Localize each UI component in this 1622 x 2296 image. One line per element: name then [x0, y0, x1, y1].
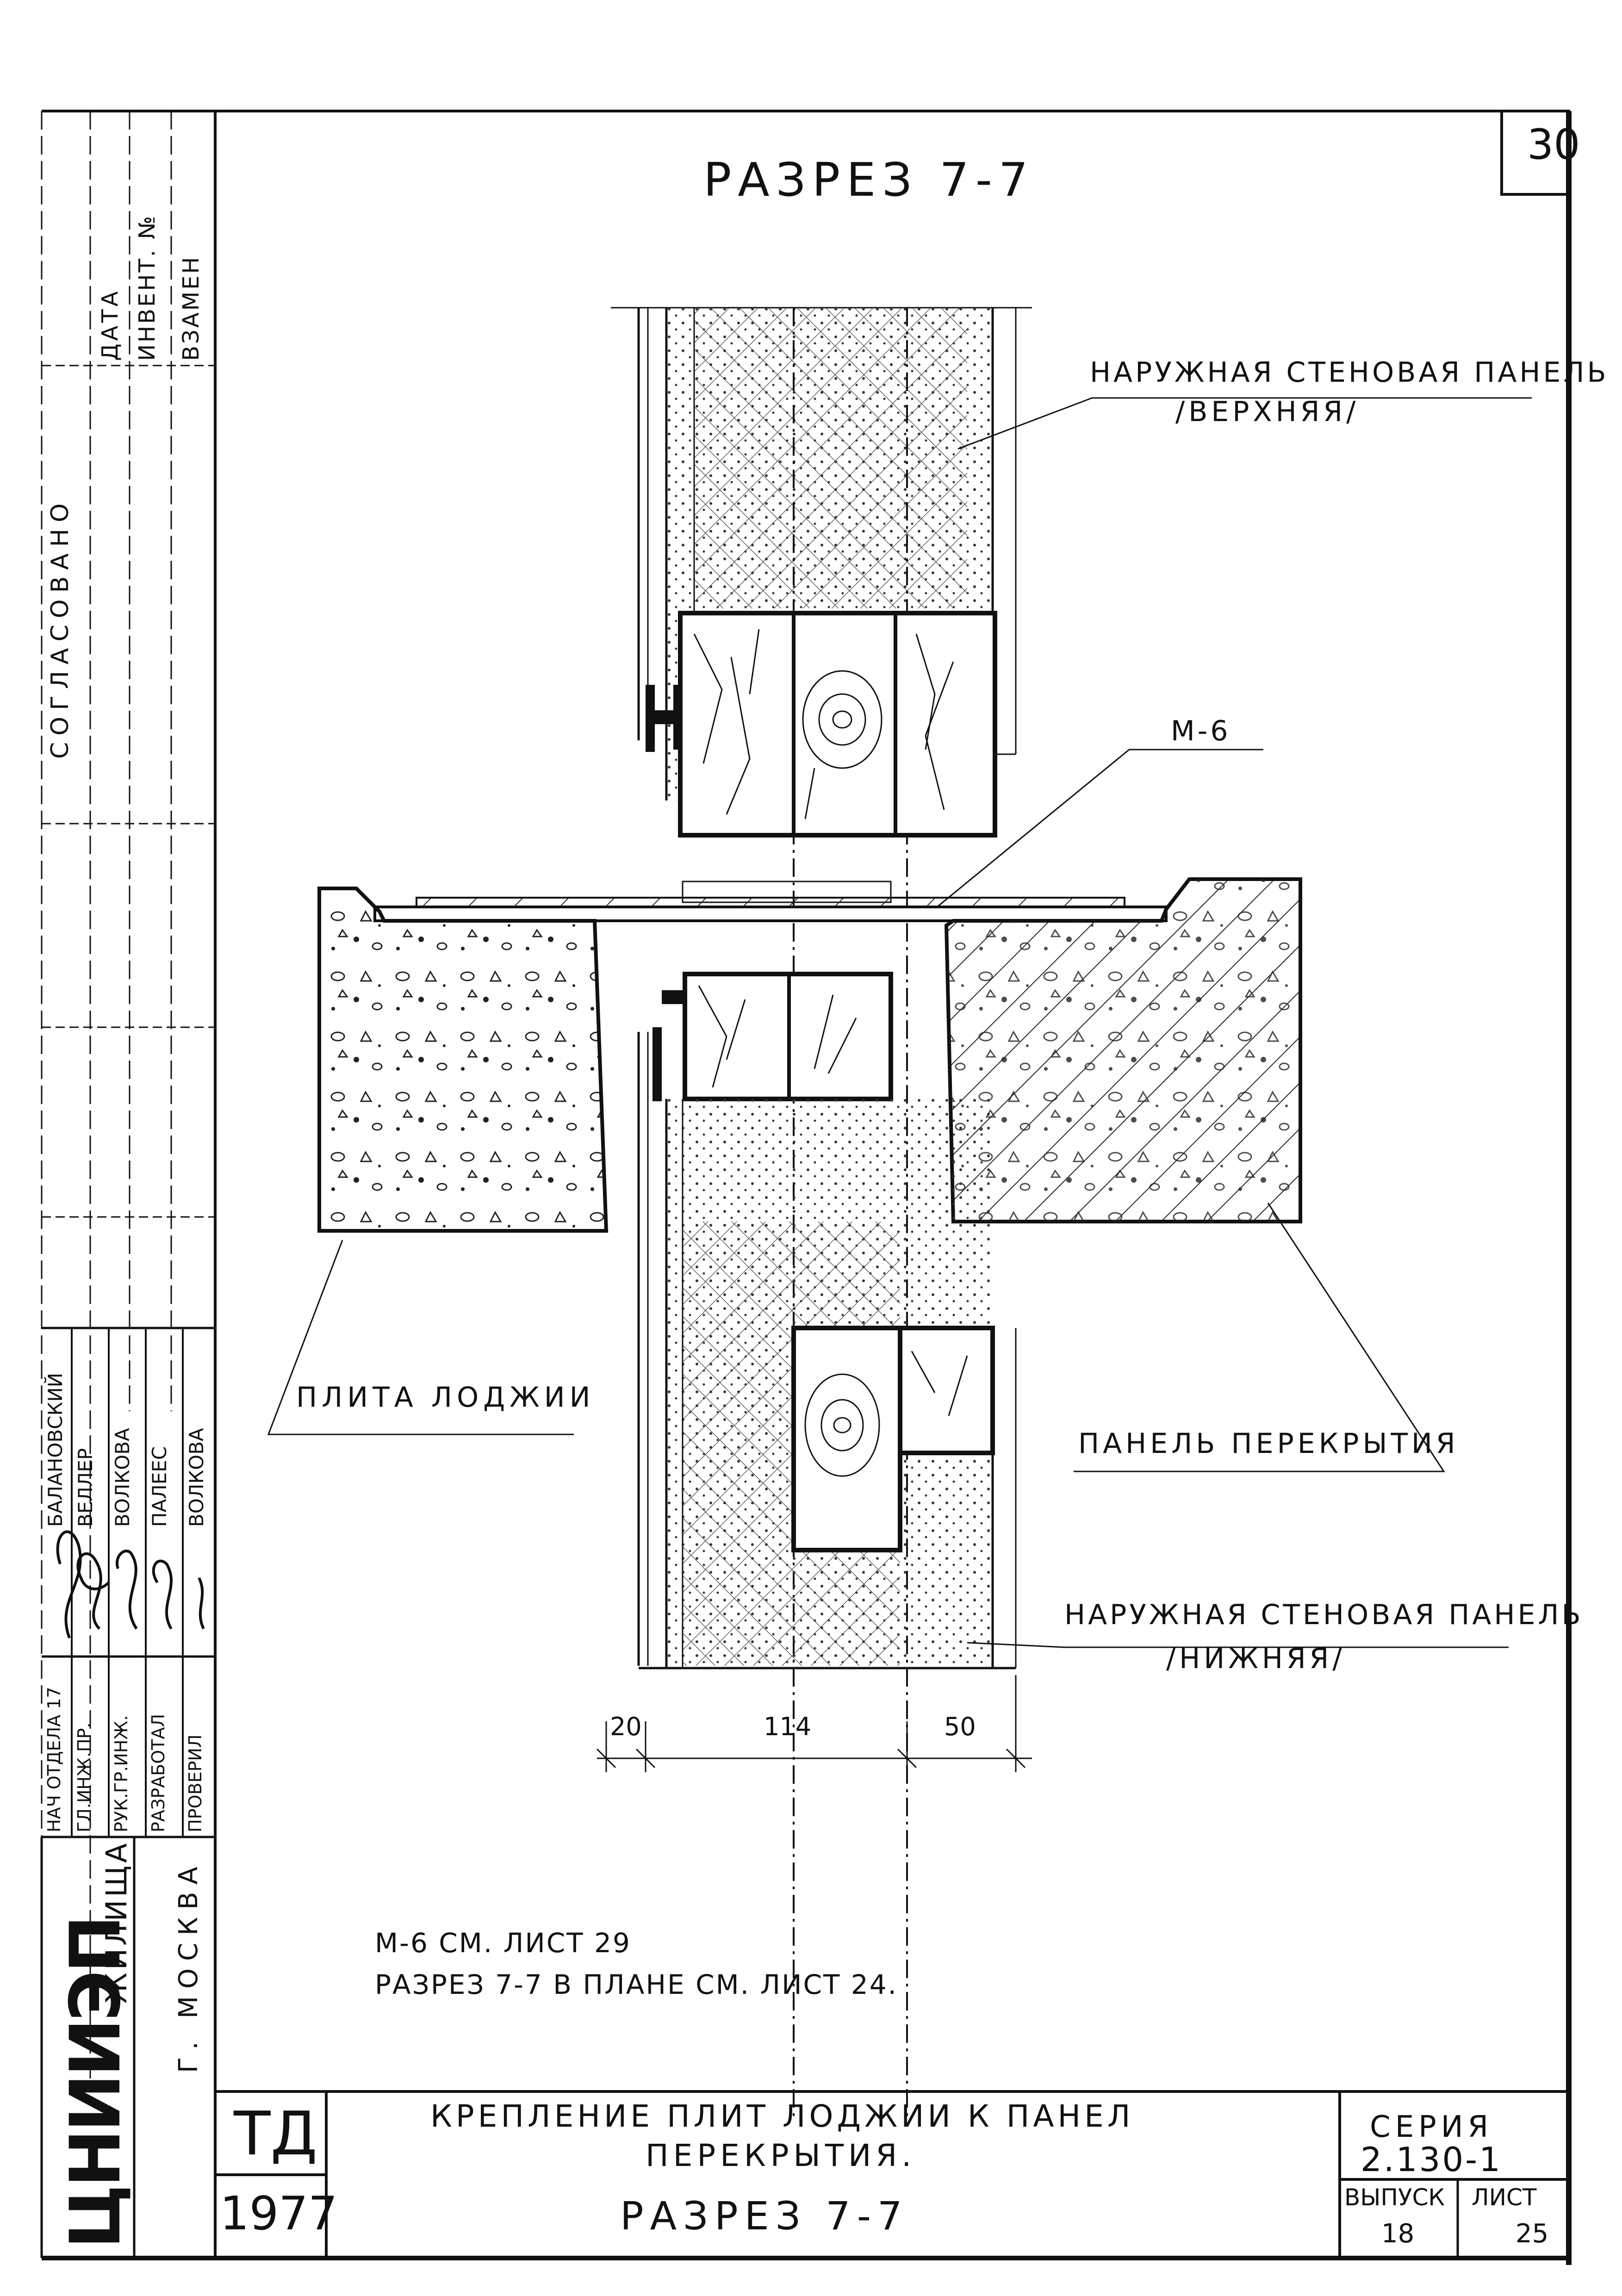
issue-label: ВЫПУСК: [1344, 2184, 1445, 2211]
strip-inv-no: ИНВЕНТ. №: [134, 214, 160, 361]
sheet-value: 25: [1516, 2219, 1549, 2249]
stamp-role-5: ПРОВЕРИЛ: [185, 1734, 205, 1832]
label-loggia-slab: ПЛИТА ЛОДЖИИ: [296, 1381, 595, 1414]
strip-replace: ВЗАМЕН: [178, 255, 204, 361]
dimension-20: 20: [610, 1712, 642, 1741]
strip-agreed: СОГЛАСОВАНО: [46, 496, 74, 759]
label-lower-panel-1: НАРУЖНАЯ СТЕНОВАЯ ПАНЕЛЬ: [1064, 1599, 1584, 1631]
stamp-name-3: ВОЛКОВА: [111, 1428, 134, 1527]
signatures: [56, 1530, 205, 1639]
label-upper-panel-1: НАРУЖНАЯ СТЕНОВАЯ ПАНЕЛЬ: [1090, 356, 1609, 389]
series-value: 2.130-1: [1361, 2140, 1502, 2179]
label-floor-panel: ПАНЕЛЬ ПЕРЕКРЫТИЯ: [1078, 1427, 1459, 1460]
city: Г. МОСКВА: [174, 1859, 204, 2073]
stamp-role-3: РУК.ГР.ИНЖ.: [111, 1715, 131, 1832]
label-upper-panel-2: /ВЕРХНЯЯ/: [1175, 396, 1360, 428]
note-line-1: М-6 СМ. ЛИСТ 29: [375, 1927, 631, 1959]
stamp-name-2: ВЕЛЛЕР: [74, 1448, 97, 1527]
stamp-role-1: НАЧ ОТДЕЛА 17: [44, 1687, 64, 1832]
stamp-name-5: ВОЛКОВА: [185, 1428, 208, 1527]
stamp-name-4: ПАЛЕЕС: [148, 1446, 171, 1527]
dimension-50: 50: [944, 1712, 976, 1741]
sheet-label: ЛИСТ: [1472, 2184, 1537, 2211]
title-line-1: КРЕПЛЕНИЕ ПЛИТ ЛОДЖИИ К ПАНЕЛ: [430, 2098, 1134, 2134]
title-year: 1977: [220, 2186, 338, 2240]
label-lower-panel-2: /НИЖНЯЯ/: [1166, 1643, 1346, 1675]
series-label: СЕРИЯ: [1370, 2110, 1493, 2144]
org-sub: ЖИЛИЩА: [99, 1840, 133, 2004]
issue-value: 18: [1381, 2219, 1415, 2249]
strip-date: ДАТА: [97, 288, 123, 361]
title-td: ТД: [234, 2098, 317, 2169]
stamp-role-4: РАЗРАБОТАЛ: [148, 1714, 168, 1832]
label-m6: М-6: [1171, 715, 1231, 747]
dimension-114: 114: [764, 1712, 812, 1741]
section-title: РАЗРЕЗ 7-7: [703, 153, 1035, 207]
note-line-2: РАЗРЕЗ 7-7 В ПЛАНЕ СМ. ЛИСТ 24.: [375, 1969, 898, 2000]
title-line-2: ПЕРЕКРЫТИЯ.: [646, 2138, 916, 2173]
stamp-role-2: ГЛ.ИНЖ.ПР.: [74, 1722, 94, 1832]
sheet-number: 30: [1527, 120, 1580, 169]
stamp-name-1: БАЛАНОВСКИЙ: [44, 1372, 67, 1527]
title-line-3: РАЗРЕЗ 7-7: [620, 2193, 909, 2239]
